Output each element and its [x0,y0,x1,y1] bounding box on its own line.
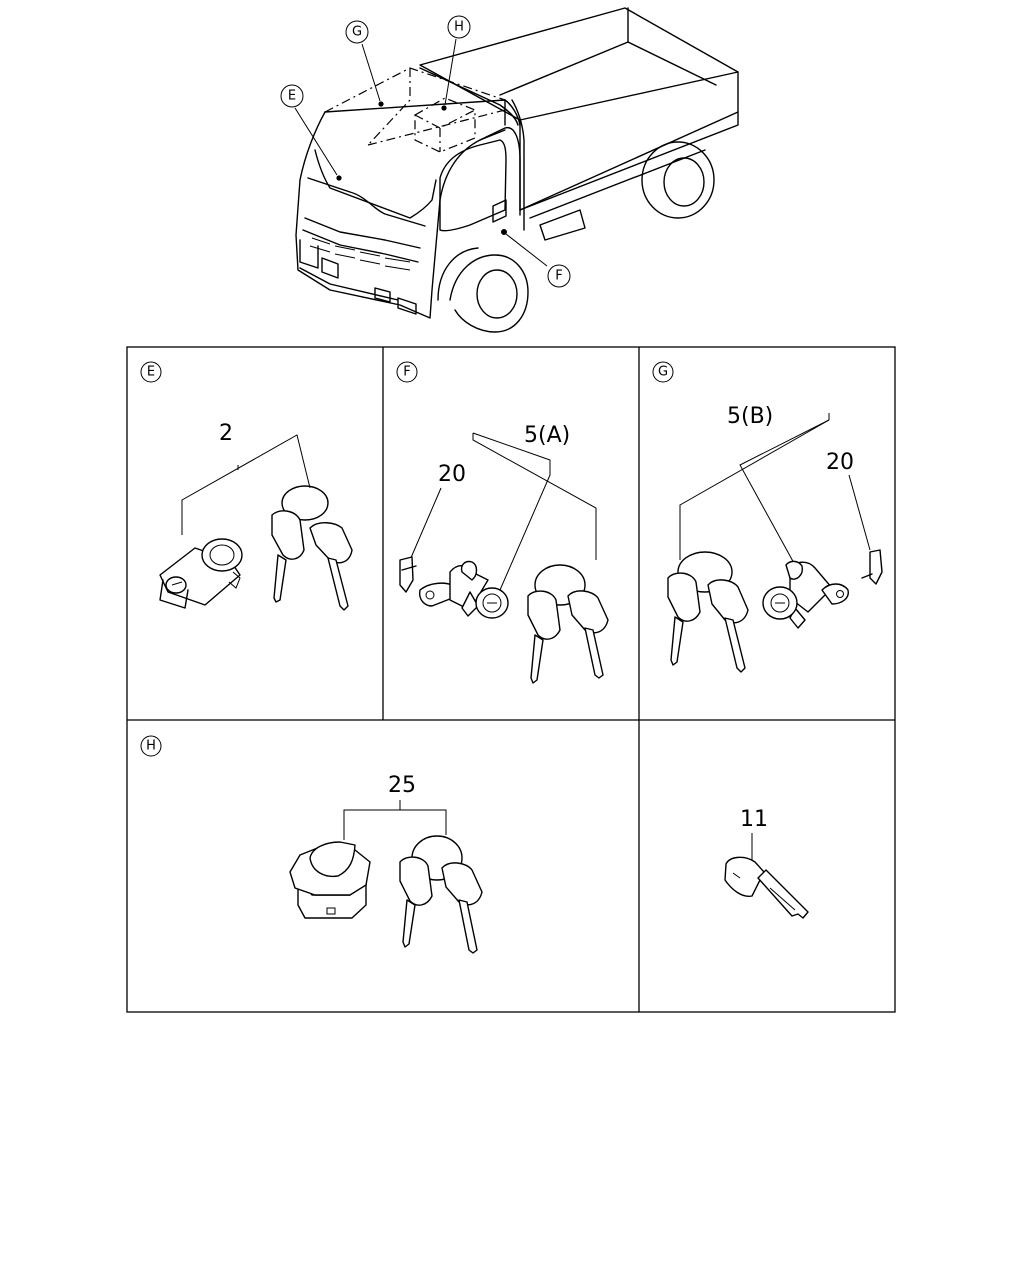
key-set-icon [527,564,609,684]
panel-h-letter: H [140,735,162,757]
svg-text:G: G [658,365,668,380]
panel-e-letter: E [140,361,162,383]
panel-e: E 2 [140,361,353,611]
svg-text:F: F [403,365,410,380]
svg-text:F: F [555,269,562,284]
key-set-icon [271,485,353,611]
panel-f-letter: F [396,361,418,383]
part-label-20: 20 [438,462,466,487]
key-set-icon [399,835,483,954]
svg-text:E: E [147,365,155,380]
svg-text:E: E [288,89,296,104]
clip-icon [861,549,883,585]
cargo-bed [419,7,739,241]
callout-g: G [345,20,369,44]
panel-f: F 20 5(A) [396,361,609,684]
lock-cylinder-icon [159,538,243,609]
panel-key: 11 [724,807,809,919]
svg-text:G: G [352,25,362,40]
callout-h: H [447,15,471,39]
part-label-5b: 5(B) [727,404,773,429]
fuel-cap-lock-icon [289,841,371,919]
svg-text:H: H [454,20,464,35]
callout-e: E [280,84,304,108]
clip-icon [399,556,417,593]
key-icon [724,856,809,919]
panel-h: H 25 [140,735,483,954]
panel-g-letter: G [652,361,674,383]
part-label-20: 20 [826,450,854,475]
callout-f: F [547,264,571,288]
svg-text:H: H [146,739,156,754]
door-lock-cylinder-icon [418,560,509,619]
key-set-icon [667,551,749,673]
panel-g: G 5(B) 20 [652,361,883,673]
door-lock-cylinder-icon [762,560,849,629]
part-label-11: 11 [740,807,768,832]
part-label-25: 25 [388,773,416,798]
part-label-2: 2 [219,421,233,446]
part-label-5a: 5(A) [524,423,570,448]
panel-grid [126,346,896,1013]
truck-cab [295,67,529,333]
truck-overview: E G H F [280,7,739,333]
